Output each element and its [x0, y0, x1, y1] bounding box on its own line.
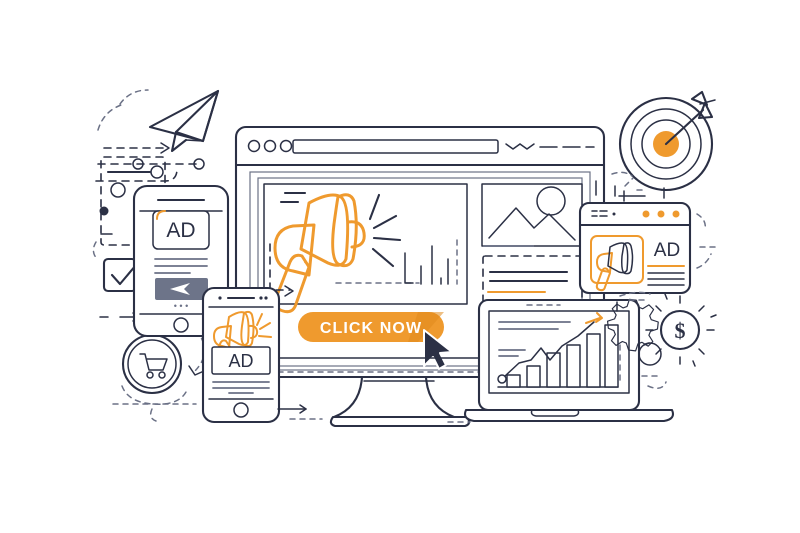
browser-bar: [247, 139, 595, 154]
dollar-coin-icon: $: [643, 293, 717, 367]
phone-front-speaker: [218, 296, 268, 300]
phone-back-dots-indicator: • • •: [174, 301, 188, 311]
browser-dot-2[interactable]: [263, 139, 277, 153]
monitor-stand: [329, 375, 471, 428]
phone-back-send-button[interactable]: [155, 278, 208, 300]
decoration-bottom-dashes: [277, 375, 667, 423]
browser-card[interactable]: AD: [578, 201, 692, 295]
cta-label: CLICK NOW: [320, 320, 422, 337]
monitor-hero-panel: [263, 183, 468, 305]
megaphone-icon-card: [595, 242, 634, 292]
phone-front-text-lines: [212, 381, 270, 394]
phone-front-ad-label: AD: [228, 351, 253, 371]
browser-card-menu-icon[interactable]: [591, 210, 616, 217]
decoration-right-dashes: [595, 171, 717, 312]
browser-dot-3[interactable]: [279, 139, 293, 153]
target-dartboard-icon: [618, 90, 716, 202]
paper-plane-icon: [148, 89, 220, 153]
decoration-left-mid: [92, 233, 113, 318]
decoration-dashed-trail-top-left: [95, 89, 178, 182]
gear-icon: [606, 298, 662, 366]
chevron-down-icon-2[interactable]: [519, 143, 535, 150]
shopping-cart-icon[interactable]: [121, 333, 183, 395]
dollar-symbol: $: [675, 318, 686, 343]
dollar-rays: [643, 293, 717, 367]
chart-bar-2: [526, 365, 541, 388]
chevron-down-icon[interactable]: [505, 143, 521, 150]
phone-front[interactable]: AD: [201, 286, 281, 424]
phone-back-ad-label: AD: [166, 219, 195, 242]
mouse-pointer-icon: [423, 329, 453, 370]
chart-bar-6: [604, 324, 619, 388]
paper-plane-trail: [97, 142, 205, 170]
chart-bar-5: [586, 333, 601, 388]
chart-bar-3: [546, 352, 561, 388]
chart-bar-1: [506, 374, 521, 388]
target-decoration-lines: [618, 177, 665, 202]
monitor-image-card: [481, 183, 583, 247]
laptop-chart: [497, 312, 621, 388]
megaphone-icon-hero: [273, 193, 366, 314]
dart-icon: [664, 90, 716, 146]
browser-address-bar[interactable]: [292, 139, 499, 154]
browser-card-dots[interactable]: [642, 210, 680, 218]
browser-card-text-lines: [647, 265, 685, 286]
checkbox-checked-icon[interactable]: [102, 257, 138, 293]
browser-card-ad-label: AD: [654, 240, 680, 261]
browser-dot-1[interactable]: [247, 139, 261, 153]
phone-back-text-lines: [154, 258, 208, 274]
cta-click-now-button[interactable]: CLICK NOW: [298, 312, 444, 342]
laptop[interactable]: [463, 298, 675, 423]
chart-bar-4: [566, 344, 581, 388]
megaphone-burst-rays: [368, 193, 402, 268]
hero-accent-lines: [269, 191, 458, 297]
